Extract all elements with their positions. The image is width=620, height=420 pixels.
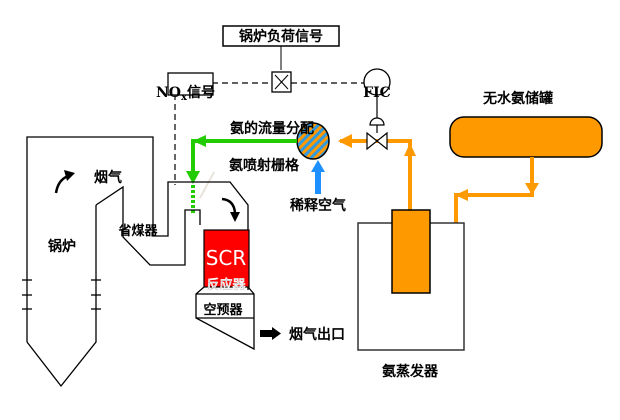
dilution-air-label: 稀释空气 [290, 197, 346, 214]
air-preheater-label: 空预器 [203, 302, 243, 318]
flue-gas-label: 烟气 [94, 169, 122, 186]
scr-label: SCR [206, 246, 247, 270]
evaporator-coil [391, 209, 431, 294]
nox-signal-box: NOx信号 [156, 72, 215, 103]
control-valve [366, 131, 388, 151]
boiler-load-signal-label: 锅炉负荷信号 [239, 28, 323, 45]
scr-flow-arrow-icon [221, 197, 240, 222]
economizer-label: 省煤器 [117, 223, 158, 239]
injection-grid-pointer [199, 171, 215, 199]
nox-signal-prefix: NO [156, 85, 181, 101]
ammonia-tank-label: 无水氨储罐 [482, 90, 553, 107]
svg-text:NOx信号: NOx信号 [156, 84, 215, 103]
nox-signal-suffix: 信号 [187, 84, 215, 101]
boiler-label: 锅炉 [48, 238, 76, 255]
fic-label: FIC [363, 85, 391, 101]
ammonia-air-line [186, 135, 297, 215]
dilution-air-arrow [311, 160, 325, 194]
ammonia-flow-distribution-label: 氨的流量分配 [230, 120, 314, 137]
signal-lines [174, 82, 372, 185]
ammonia-injection-grid-label: 氨喷射栅格 [229, 157, 300, 174]
air-preheater [195, 286, 255, 351]
multiplier-block [271, 71, 292, 93]
flue-gas-arrow-icon [54, 170, 75, 194]
anhydrous-ammonia-tank [449, 116, 603, 158]
nox-signal-sub: x [181, 92, 188, 103]
fic-controller: FIC [363, 68, 391, 133]
flue-gas-outlet-label: 烟气出口 [289, 326, 345, 343]
flue-gas-outlet-arrow-icon [260, 327, 281, 340]
boiler-load-signal-box: 锅炉负荷信号 [222, 25, 340, 47]
ammonia-evaporator-label: 氨蒸发器 [382, 363, 439, 380]
reactor-label: 反应器 [206, 277, 246, 293]
boiler [22, 136, 249, 388]
scr-reactor [203, 229, 250, 288]
